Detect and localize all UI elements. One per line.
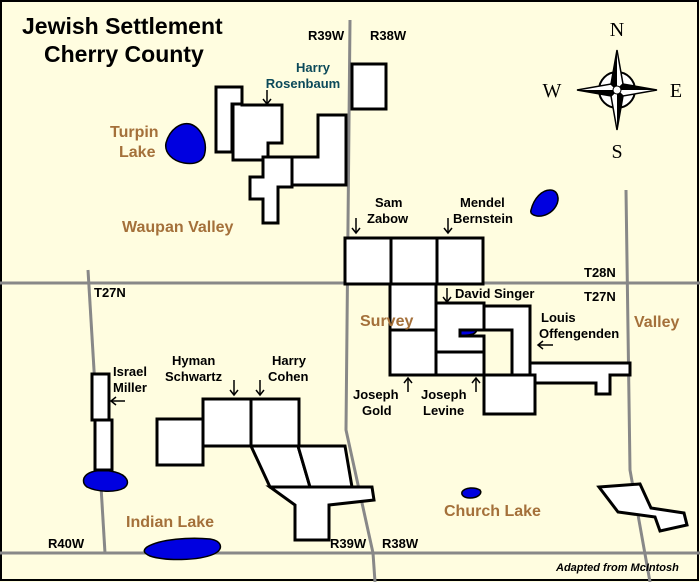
turpin-west-plot — [214, 85, 244, 154]
grid-label-t28n-right: T28N — [584, 265, 616, 280]
grid-label-r40w: R40W — [48, 536, 85, 551]
turpin-lake — [164, 122, 207, 165]
settler-offengenden-last: Offengenden — [539, 326, 619, 341]
grid-label-t27n-right: T27N — [584, 289, 616, 304]
settler-rosenbaum-last: Rosenbaum — [266, 76, 340, 91]
settler-singer: David Singer — [455, 286, 534, 301]
map-credit: Adapted from McIntosh — [555, 562, 679, 574]
place-label-indian-lake: Indian Lake — [126, 514, 214, 531]
levine-arrowhead — [471, 376, 481, 384]
miller-south-plot — [93, 418, 114, 472]
valley-strip-plot — [528, 361, 632, 396]
survey-north-center-plot — [389, 236, 439, 286]
homestead-plots — [90, 62, 689, 542]
schwartz-plot — [201, 397, 253, 448]
map-title-line2: Cherry County — [44, 41, 204, 67]
compass-rose: N S W E — [543, 19, 683, 163]
singer-plot — [434, 301, 486, 354]
place-label-valley: Valley — [634, 314, 679, 331]
zabow-arrowhead — [351, 227, 361, 235]
indian-lake-north-lake — [82, 469, 129, 492]
r38w-north-plot — [350, 62, 388, 111]
gold-plot — [388, 328, 438, 377]
bernstein-lake — [530, 189, 559, 217]
gold-arrowhead — [403, 376, 413, 384]
grid-label-r39w-bottom: R39W — [330, 536, 367, 551]
place-label-church-lake: Church Lake — [444, 503, 541, 520]
place-label-turpin: Turpin — [110, 124, 159, 141]
waupan-east-plot — [288, 113, 348, 187]
settler-schwartz-last: Schwartz — [165, 369, 223, 384]
indian-lake — [143, 537, 222, 561]
bernstein-plot — [435, 236, 485, 286]
cohen-arrowhead — [255, 389, 265, 397]
bernstein-arrowhead — [443, 227, 453, 235]
cohen-plot — [249, 397, 301, 448]
settler-gold-last: Gold — [362, 403, 392, 418]
valley-south-plot — [596, 482, 689, 533]
pointer-arrows — [109, 90, 553, 406]
miller-arrowhead — [109, 396, 117, 406]
waupan-valley-plot — [248, 155, 294, 225]
settler-cohen-first: Harry — [272, 353, 307, 368]
compass-center — [612, 85, 622, 95]
church-lake — [461, 487, 482, 499]
grid-label-r38w-top: R38W — [370, 28, 407, 43]
eastern-road — [624, 189, 652, 582]
levine-south-plot — [482, 373, 537, 416]
offengenden-plot — [482, 304, 532, 377]
place-label-waupan-valley: Waupan Valley — [122, 219, 234, 236]
settler-offengenden-first: Louis — [541, 310, 576, 325]
schwartz-arrowhead — [229, 389, 239, 397]
settler-bernstein-first: Mendel — [460, 195, 505, 210]
levine-plot — [434, 350, 486, 377]
zabow-plot — [343, 236, 393, 286]
miller-north-plot — [90, 372, 111, 422]
indian-lake-east-plot — [265, 485, 376, 542]
singer-arrowhead — [442, 296, 452, 304]
settler-cohen-last: Cohen — [268, 369, 309, 384]
compass-s-label: S — [611, 141, 622, 163]
settler-miller-last: Miller — [113, 380, 147, 395]
compass-e-label: E — [670, 80, 682, 102]
settler-bernstein-last: Bernstein — [453, 211, 513, 226]
settler-levine-first: Joseph — [421, 387, 467, 402]
grid-label-t27n-left: T27N — [94, 285, 126, 300]
settler-rosenbaum-first: Harry — [296, 60, 331, 75]
settler-zabow-last: Zabow — [367, 211, 409, 226]
grid-label-r39w-top: R39W — [308, 28, 345, 43]
settler-schwartz-first: Hyman — [172, 353, 215, 368]
map-title-line1: Jewish Settlement — [22, 13, 223, 39]
place-label-survey: Survey — [360, 313, 413, 330]
settler-levine-last: Levine — [423, 403, 464, 418]
compass-w-label: W — [543, 80, 562, 102]
offengenden-arrowhead — [536, 340, 544, 350]
place-label-turpin-lake: Lake — [119, 144, 156, 161]
rosenbaum-arrowhead — [262, 98, 272, 106]
grid-label-r38w-bottom: R38W — [382, 536, 419, 551]
compass-n-label: N — [610, 19, 624, 41]
hyman-west-plot — [155, 417, 205, 467]
settler-zabow-first: Sam — [375, 195, 402, 210]
settler-gold-first: Joseph — [353, 387, 399, 402]
settler-miller-first: Israel — [113, 364, 147, 379]
